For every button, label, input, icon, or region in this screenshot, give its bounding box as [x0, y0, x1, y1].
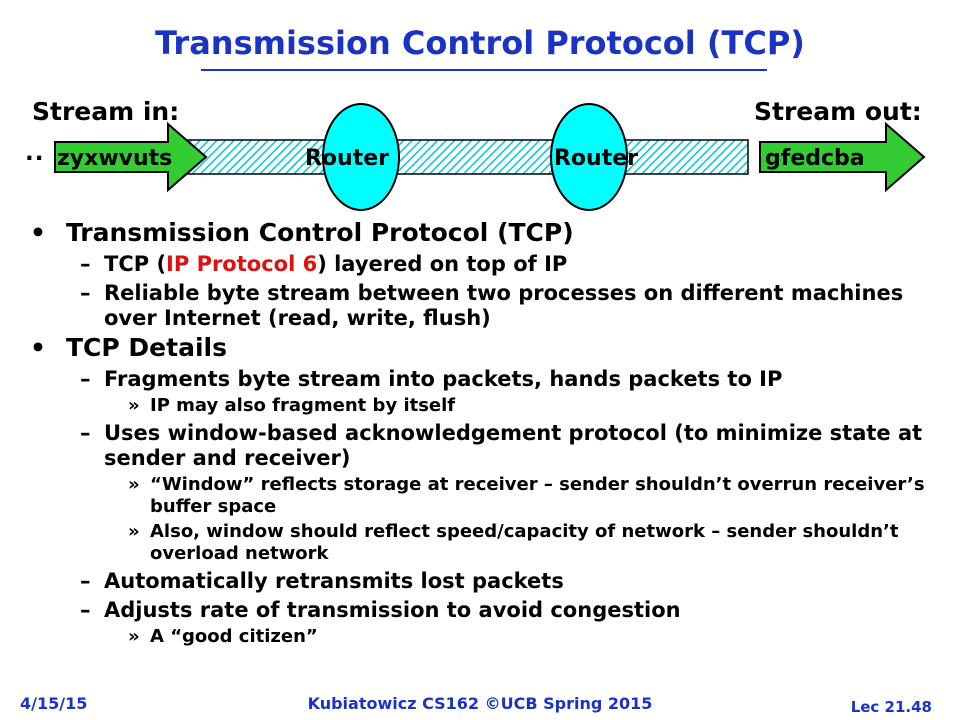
sub-bullet-fragments: Fragments byte stream into packets, hand… [66, 367, 950, 417]
sub-sub-bullet-window-storage: “Window” reflects storage at receiver – … [104, 474, 950, 518]
sub-bullet-retransmits: Automatically retransmits lost packets [66, 569, 950, 594]
slide-title: Transmission Control Protocol (TCP) [155, 24, 805, 62]
ip-protocol-highlight: IP Protocol 6 [166, 252, 318, 276]
sub-sub-bullet-good-citizen: A “good citizen” [104, 626, 950, 648]
sub-bullet-reliable-stream: Reliable byte stream between two process… [66, 281, 950, 331]
bullet-tcp: Transmission Control Protocol (TCP) TCP … [30, 218, 950, 331]
stream-out-label: Stream out: [754, 97, 922, 126]
sub-bullet-text-post: ) layered on top of IP [317, 252, 568, 276]
router-1-label: Router [305, 146, 389, 171]
pipe-middle [395, 139, 555, 175]
pipe-right [623, 139, 749, 175]
output-arrow [759, 121, 926, 193]
sub-sub-bullet-ip-fragment: IP may also fragment by itself [104, 395, 950, 417]
sub-bullet-window-protocol: Uses window-based acknowledgement protoc… [66, 421, 950, 565]
sub-bullet-text-pre: TCP ( [104, 252, 167, 276]
tcp-stream-diagram: zyxwvuts gfedcba Router Router [54, 103, 926, 211]
sub-bullet-congestion: Adjusts rate of transmission to avoid co… [66, 598, 950, 648]
bullet-list: Transmission Control Protocol (TCP) TCP … [30, 218, 950, 648]
sub-bullet-text: Adjusts rate of transmission to avoid co… [104, 598, 681, 622]
input-stream-text: zyxwvuts [57, 146, 172, 171]
sub-bullet-text: Fragments byte stream into packets, hand… [104, 367, 783, 391]
sub-bullet-ip-protocol: TCP (IP Protocol 6) layered on top of IP [66, 252, 950, 277]
title-underline [201, 69, 767, 71]
bullet-tcp-details: TCP Details Fragments byte stream into p… [30, 333, 950, 648]
footer-course: Kubiatowicz CS162 ©UCB Spring 2015 [307, 694, 653, 713]
bullet-text: TCP Details [66, 333, 227, 362]
sub-bullet-text: Uses window-based acknowledgement protoc… [104, 421, 923, 470]
router-1 [322, 103, 400, 211]
stream-in-label: Stream in: [32, 97, 180, 126]
router-2-label: Router [554, 146, 638, 171]
footer-lecture-number: Lec 21.48 [850, 698, 932, 716]
router-2 [550, 103, 628, 211]
sub-bullet-text: Reliable byte stream between two process… [104, 281, 904, 330]
input-arrow [54, 121, 208, 193]
output-stream-text: gfedcba [765, 146, 865, 171]
sub-sub-bullet-window-speed: Also, window should reflect speed/capaci… [104, 521, 950, 565]
sub-bullet-text: Automatically retransmits lost packets [104, 569, 564, 593]
input-ellipsis: .. [25, 140, 45, 166]
footer-date: 4/15/15 [20, 694, 88, 713]
bullet-text: Transmission Control Protocol (TCP) [66, 218, 574, 247]
